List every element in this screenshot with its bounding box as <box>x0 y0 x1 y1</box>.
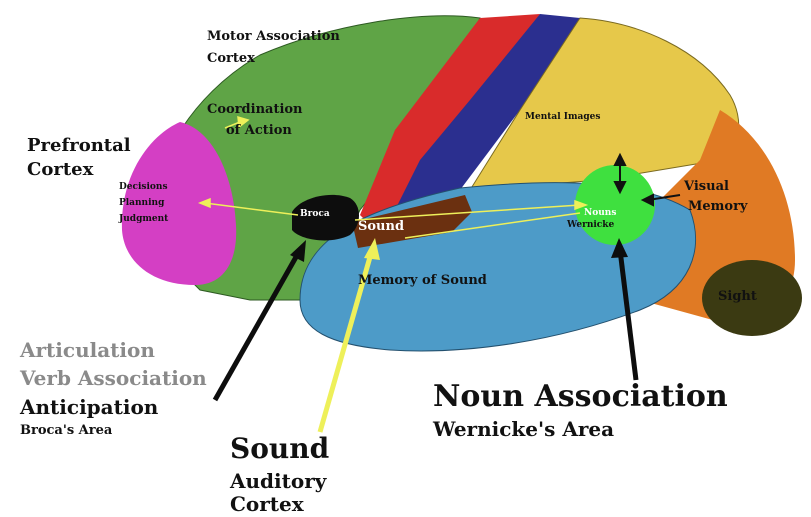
motor-association-label: Motor Association <box>207 30 340 43</box>
auditory-label: Auditory <box>230 471 326 491</box>
judgment-label: Judgment <box>119 215 168 224</box>
motor-association-label-2: Cortex <box>207 52 255 65</box>
visual-memory-label: Visual <box>684 180 729 193</box>
wernicke-label: Wernicke <box>567 221 614 230</box>
prefrontal-label-2: Cortex <box>27 161 93 179</box>
noun-association-label: Noun Association <box>433 382 728 412</box>
sound-region-label: Sound <box>358 220 404 233</box>
nouns-label: Nouns <box>584 209 616 218</box>
decisions-label: Decisions <box>119 183 168 192</box>
broca-region-label: Broca <box>300 210 330 219</box>
articulation-label: Articulation <box>20 340 155 360</box>
wernickes-area-label: Wernicke's Area <box>433 419 614 439</box>
planning-label: Planning <box>119 199 164 208</box>
prefrontal-label: Prefrontal <box>27 137 131 155</box>
memory-of-sound-label: Memory of Sound <box>358 274 487 287</box>
verb-association-label: Verb Association <box>20 368 207 388</box>
coordination-label-2: of Action <box>226 124 292 137</box>
sight-label: Sight <box>718 290 757 303</box>
visual-memory-label-2: Memory <box>688 200 748 213</box>
coordination-label: Coordination <box>207 103 303 116</box>
brocas-area-label: Broca's Area <box>20 424 112 437</box>
mental-images-label: Mental Images <box>525 113 600 122</box>
auditory-cortex-label: Cortex <box>230 494 304 514</box>
anticipation-label: Anticipation <box>20 397 158 417</box>
sound-big-label: Sound <box>230 435 329 463</box>
